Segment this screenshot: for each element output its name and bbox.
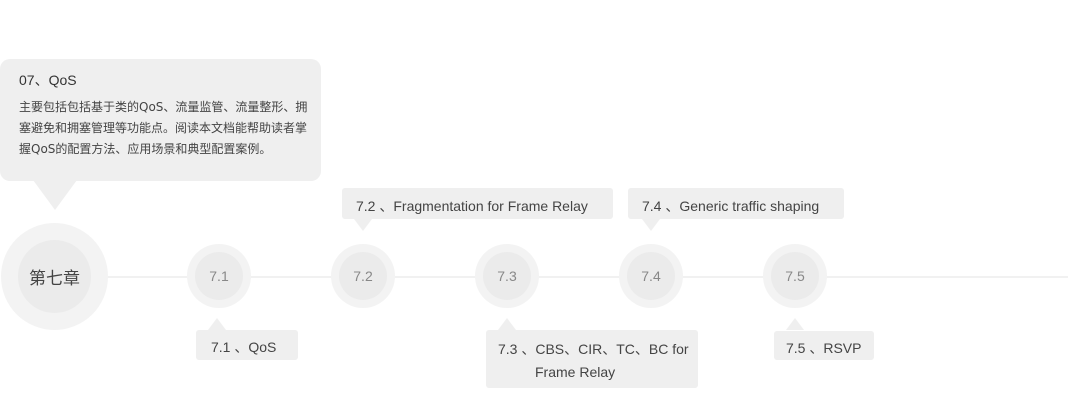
label-7-3-line2: Frame Relay	[535, 364, 616, 380]
chapter-description: 主要包括包括基于类的QoS、流量监管、流量整形、拥塞避免和拥塞管理等功能点。阅读…	[19, 100, 308, 156]
label-7-3-line1: 7.3 、CBS、CIR、TC、BC for	[498, 341, 689, 357]
label-7-3[interactable]: 7.3 、CBS、CIR、TC、BC for Frame Relay	[486, 330, 698, 388]
timeline-axis	[60, 276, 1068, 278]
label-7-1-pointer	[208, 318, 226, 330]
label-7-2[interactable]: 7.2 、Fragmentation for Frame Relay	[342, 188, 613, 219]
chapter-title: 07、QoS	[19, 72, 77, 88]
label-7-2-pointer	[354, 219, 372, 231]
node-7-2-number[interactable]: 7.2	[339, 252, 387, 300]
label-7-4[interactable]: 7.4 、Generic traffic shaping	[628, 188, 844, 219]
chapter-intro-bubble	[0, 59, 321, 181]
node-7-3-number[interactable]: 7.3	[483, 252, 531, 300]
node-7-1-number[interactable]: 7.1	[195, 252, 243, 300]
label-7-3-pointer	[498, 318, 516, 330]
node-7-5-number[interactable]: 7.5	[771, 252, 819, 300]
node-7-4-number[interactable]: 7.4	[627, 252, 675, 300]
label-7-5-pointer	[786, 318, 804, 330]
chapter-node-label[interactable]: 第七章	[18, 240, 91, 313]
label-7-5[interactable]: 7.5 、RSVP	[774, 331, 874, 360]
label-7-1[interactable]: 7.1 、QoS	[196, 330, 298, 360]
label-7-4-pointer	[642, 219, 660, 231]
chapter-intro-pointer	[33, 180, 77, 210]
